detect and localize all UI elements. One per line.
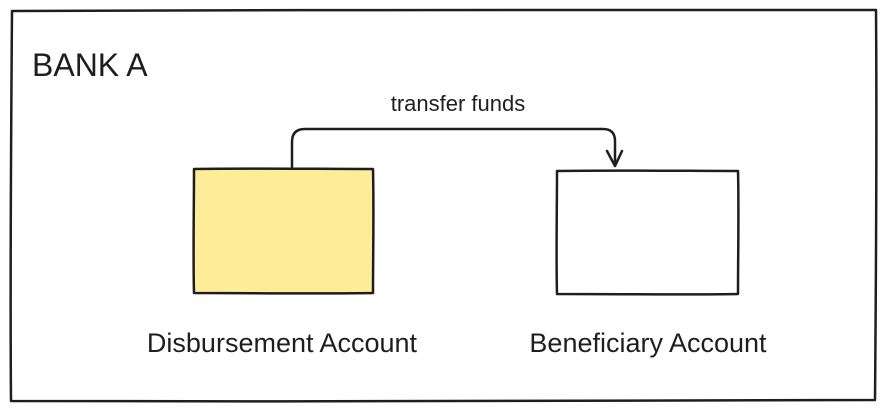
bank-container[interactable] — [9, 8, 878, 403]
arrowhead-down-icon — [605, 149, 624, 168]
disbursement-account-label: Disbursement Account — [147, 328, 418, 358]
disbursement-account-shape — [192, 167, 375, 295]
beneficiary-account-shape — [555, 169, 740, 296]
transfer-connector[interactable] — [290, 127, 624, 169]
bank-label: BANK A — [32, 47, 148, 83]
transfer-line — [290, 127, 617, 169]
beneficiary-account-box[interactable] — [555, 169, 740, 296]
beneficiary-account-label: Beneficiary Account — [529, 328, 767, 358]
transfer-label: transfer funds — [391, 91, 526, 116]
disbursement-account-box[interactable] — [192, 167, 375, 295]
bank-container-border — [9, 8, 878, 403]
